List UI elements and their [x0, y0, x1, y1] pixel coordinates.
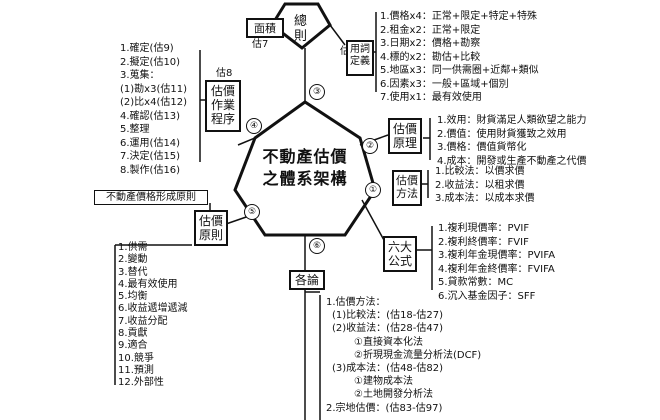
list-item: 3.替代: [118, 266, 148, 278]
list-item: 6.運用(估14): [120, 137, 181, 149]
list-item: 5.整理: [120, 124, 150, 135]
list-item: 6.收益遞增遞減: [118, 303, 188, 315]
detail-list: 1.估價方法： (1)比較法：(估18-估27) (2)收益法：(估28-估47…: [326, 296, 481, 415]
list-item: ②土地開發分析法: [354, 389, 433, 401]
list-item: 3.成本法：以成本求價: [435, 193, 535, 204]
detail-box: 各論: [289, 270, 325, 290]
list-item: 1.效用：財貨滿足人類欲望之能力: [437, 115, 587, 126]
list-item: 7.使用x1：最有效使用: [380, 92, 482, 103]
circle-4: ④: [246, 118, 262, 134]
center-hexagon: [233, 100, 377, 237]
list-item: 3.複利年金現價率：PVIFA: [438, 250, 556, 261]
list-item: 4.標的x2：勘估+比較: [380, 51, 481, 63]
list-item: 10.競爭: [118, 352, 154, 364]
list-item: 1.估價方法：: [326, 297, 386, 308]
six-formulas-list: 1.複利現價率：PVIF 2.複利終價率：FVIF 3.複利年金現價率：PVIF…: [438, 222, 555, 303]
gu8-label: 估8: [216, 68, 233, 79]
list-item: (2)收益法：(估28-估47): [332, 323, 444, 335]
center-title: 不動產估價 之體系架構: [250, 146, 360, 190]
procedure-box: 估價 作業 程序: [205, 80, 241, 132]
circle-5: ⑤: [244, 204, 260, 220]
list-item: 5.均衡: [118, 291, 148, 303]
list-item: 11.預測: [118, 364, 154, 376]
method-box: 估價 方法: [392, 170, 422, 206]
list-item: 1.比較法：以價求價: [435, 166, 525, 177]
gu7-label: 估7: [252, 39, 269, 50]
circle-6: ⑥: [309, 238, 325, 254]
terms-box: 用詞 定義: [346, 40, 374, 76]
center-title-line1: 不動產估價: [262, 147, 348, 166]
list-item: 4.複利年金終價率：FVIFA: [438, 263, 555, 275]
list-item: 7.收益分配: [118, 315, 168, 327]
list-item: 1.價格x4：正常+限定+特定+特殊: [380, 11, 537, 22]
list-item: 5.貸款常數：MC: [438, 277, 514, 288]
list-item: 1.供需: [118, 242, 148, 253]
list-item: 1.確定(估9): [120, 43, 174, 54]
list-item: 6.沉入基金因子：SFF: [438, 290, 536, 302]
list-item: ②折現現金流量分析法(DCF): [354, 349, 482, 361]
principle-list: 1.效用：財貨滿足人類欲望之能力 2.價值：使用財貨獲致之效用 3.價格：價值貨…: [437, 114, 587, 168]
list-item: 3.日期x2：價格+勘察: [380, 38, 481, 49]
procedure-list: 1.確定(估9) 2.擬定(估10) 3.蒐集： (1)勘x3(估11) (2)…: [120, 42, 187, 177]
list-item: 4.成本：開發或生產不動產之代價: [437, 155, 587, 167]
method-list: 1.比較法：以價求價 2.收益法：以租求價 3.成本法：以成本求價: [435, 165, 535, 206]
circle-3: ③: [309, 84, 325, 100]
list-item: ①建物成本法: [354, 376, 413, 388]
list-item: 12.外部性: [118, 377, 164, 389]
list-item: 2.變動: [118, 254, 148, 266]
list-item: 2.宗地估價：(估83-估97): [326, 402, 443, 414]
list-item: 7.決定(估15): [120, 151, 181, 162]
list-item: ①直接資本化法: [354, 336, 423, 348]
list-item: 2.複利終價率：FVIF: [438, 236, 529, 248]
list-item: 8.製作(估16): [120, 164, 181, 176]
list-item: 2.擬定(估10): [120, 56, 181, 68]
basis-list: 1.供需 2.變動 3.替代 4.最有效使用 5.均衡 6.收益遞增遞減 7.收…: [118, 242, 188, 390]
list-item: 2.價值：使用財貨獲致之效用: [437, 128, 567, 140]
principle-box: 估價 原理: [388, 118, 422, 154]
list-item: (1)勘x3(估11): [120, 83, 187, 95]
list-item: 8.貢獻: [118, 328, 148, 340]
circle-1: ①: [365, 182, 381, 198]
list-item: 6.因素x3：一般+區域+個別: [380, 78, 509, 90]
center-title-line2: 之體系架構: [262, 169, 348, 188]
terms-list: 1.價格x4：正常+限定+特定+特殊 2.租金x2：正常+限定 3.日期x2：價…: [380, 10, 539, 105]
list-item: 9.適合: [118, 340, 148, 352]
formation-label-box: 不動產價格形成原則: [94, 190, 208, 205]
list-item: 2.租金x2：正常+限定: [380, 24, 481, 36]
list-item: 3.蒐集：: [120, 70, 160, 81]
list-item: 1.複利現價率：PVIF: [438, 223, 530, 234]
list-item: 4.最有效使用: [118, 278, 178, 290]
circle-2: ②: [362, 138, 378, 154]
list-item: 4.確認(估13): [120, 110, 181, 122]
list-item: 3.價格：價值貨幣化: [437, 142, 527, 153]
list-item: (1)比較法：(估18-估27): [332, 310, 444, 322]
area-box: 面積: [246, 18, 284, 38]
list-item: 2.收益法：以租求價: [435, 179, 525, 191]
list-item: (3)成本法：(估48-估82): [332, 363, 444, 375]
list-item: 5.地區x3：同一供需圈+近鄰+類似: [380, 65, 539, 76]
basis-box: 估價 原則: [194, 210, 228, 246]
six-formulas-box: 六大 公式: [383, 236, 417, 272]
general-rules-label: 總 則: [294, 14, 308, 44]
list-item: (2)比x4(估12): [120, 97, 187, 108]
